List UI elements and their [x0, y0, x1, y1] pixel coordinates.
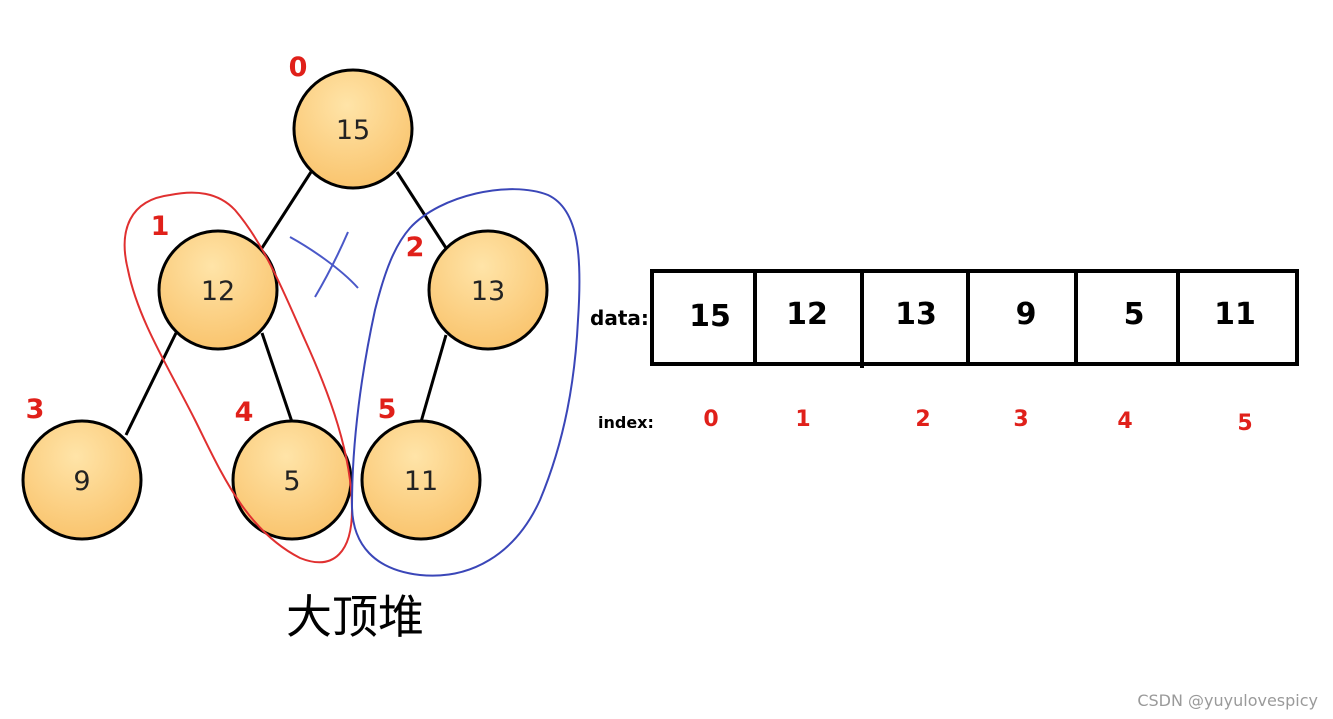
left-subtree-loop: [123, 191, 354, 564]
node-value: 12: [201, 276, 235, 307]
edge-1-3: [124, 332, 178, 436]
array-dividers: [753, 271, 1180, 368]
tree-edges: [124, 171, 448, 436]
node-value: 13: [471, 276, 505, 307]
node-value: 9: [73, 466, 90, 497]
array-index: 2: [915, 407, 930, 432]
edge-0-1: [260, 171, 313, 249]
array-cell-value: 15: [689, 299, 731, 334]
node-value: 11: [404, 466, 438, 497]
array-index: 0: [703, 407, 718, 432]
edge-0-2: [395, 171, 448, 249]
node-circle: [292, 68, 414, 190]
node-index-label: 0: [289, 52, 308, 83]
cross-stroke: [314, 231, 349, 298]
array-index: 1: [795, 407, 810, 432]
watermark: CSDN @yuyulovespicy: [1137, 691, 1318, 710]
data-row-label: data:: [590, 306, 649, 330]
node-index-label: 1: [151, 211, 170, 242]
node-index-label: 5: [378, 394, 397, 425]
array-cell-value: 11: [1214, 297, 1256, 332]
node-index-label: 3: [26, 394, 45, 425]
node-circle: [360, 419, 482, 541]
array-index: 5: [1237, 411, 1252, 436]
array-cell-value: 9: [1016, 297, 1037, 332]
cross-mark: [289, 231, 359, 298]
node-index-label: 4: [235, 397, 254, 428]
node-circle: [157, 229, 279, 351]
heap-node: 11: [360, 419, 482, 541]
array-cell-value: 5: [1124, 297, 1145, 332]
index-row-label: index:: [598, 413, 654, 432]
heap-node: 15: [292, 68, 414, 190]
node-circle: [21, 419, 143, 541]
node-circle: [231, 419, 353, 541]
edge-1-4: [260, 332, 294, 423]
array-cell-value: 12: [786, 297, 828, 332]
node-value: 5: [283, 466, 300, 497]
node-value: 15: [336, 115, 370, 146]
cross-stroke: [289, 236, 359, 289]
edge-2-5: [419, 334, 448, 423]
right-subtree-loop: [350, 188, 581, 577]
node-circle: [427, 229, 549, 351]
heap-node: 5: [231, 419, 353, 541]
heap-node: 12: [157, 229, 279, 351]
heap-node: 9: [21, 419, 143, 541]
array-outline: [650, 269, 1299, 366]
array-cell-value: 13: [895, 297, 937, 332]
array-index: 3: [1013, 407, 1028, 432]
heap-caption: 大顶堆: [286, 590, 424, 644]
node-index-label: 2: [406, 232, 425, 263]
array-index: 4: [1117, 409, 1132, 434]
heap-node: 13: [427, 229, 549, 351]
